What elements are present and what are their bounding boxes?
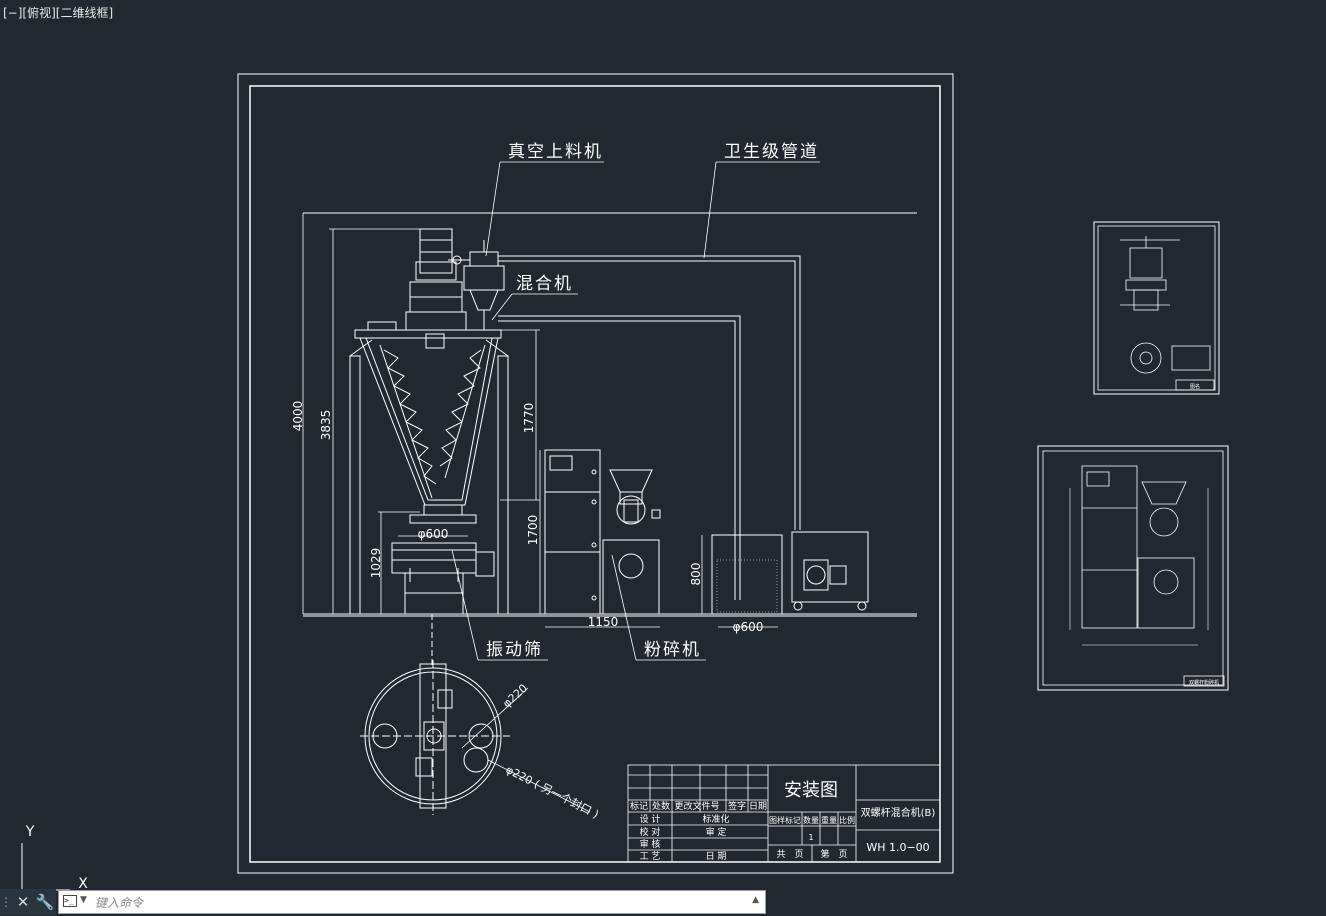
role-design: 设 计	[640, 813, 661, 825]
title-block	[627, 764, 941, 863]
cabinet-body	[544, 449, 601, 615]
dim-sieve-dia: φ600	[418, 527, 449, 541]
chevron-down-icon[interactable]: ▼	[80, 895, 87, 905]
dim-sieve-height: 1029	[369, 548, 383, 579]
dim-outlet-dia-note: φ220 ( 另一个封口 )	[504, 762, 602, 821]
ucs-icon: Y X	[21, 824, 88, 892]
dim-total-height: 4000	[291, 401, 305, 432]
label-sheet-no: 第 页	[820, 848, 847, 860]
sheet-inner-border	[249, 85, 941, 863]
mixer-assembly	[340, 228, 520, 615]
sieve-body	[391, 542, 477, 574]
close-icon[interactable]: ✕	[12, 889, 34, 915]
vibrating-screen	[391, 542, 495, 665]
label-qty: 数量	[803, 815, 819, 825]
callout-labels: 真空上料机 卫生级管道 混合机 振动筛 粉碎机	[486, 142, 819, 660]
title-drawing-name: 安装图	[784, 780, 838, 801]
role-process: 工 艺	[640, 851, 661, 862]
label-approve: 审 定	[706, 826, 727, 838]
dim-cone-height: 1770	[522, 403, 536, 434]
role-review: 审 核	[640, 838, 661, 850]
chevron-up-icon[interactable]: ▲	[752, 895, 759, 905]
label-stage: 图样标记	[769, 815, 801, 825]
dim-barrel-dia: φ600	[733, 620, 764, 634]
callout-leaders	[451, 161, 820, 661]
command-prompt-icon[interactable]: >_	[63, 895, 77, 907]
rev-header-date: 日期	[749, 801, 767, 812]
title-product-name: 双螺杆混合机(B)	[861, 806, 936, 819]
viewport-controls-label[interactable]: [−][俯视][二维线框]	[3, 6, 114, 20]
thumb2-label: 双螺杆粉碎机	[1189, 679, 1219, 686]
label-date: 日 期	[706, 851, 727, 862]
rev-header-mark: 标记	[630, 800, 648, 812]
layout-thumbnail-1[interactable]: 图名	[1093, 221, 1220, 395]
label-weight: 重量	[821, 815, 837, 825]
dimension-lines	[302, 213, 778, 628]
dim-mixer-height: 3835	[319, 410, 333, 441]
control-cabinet	[544, 449, 601, 615]
mixer-screw-right	[444, 344, 486, 479]
rev-header-doc: 更改文件号	[674, 800, 719, 812]
main-sheet	[237, 73, 954, 874]
pump-frame	[791, 531, 869, 603]
command-field[interactable]: >_ ▼ ▲	[58, 890, 766, 914]
command-line-bar: ⋮ ✕ 🔧 >_ ▼ ▲	[0, 889, 768, 915]
rev-header-count: 处数	[652, 800, 670, 812]
plan-view	[360, 660, 591, 815]
material-barrel	[711, 534, 783, 615]
dim-cabinet-height: 1700	[526, 515, 540, 546]
title-block-text: 安装图 双螺杆混合机(B) WH 1.0−00 标记 处数 更改文件号 签字 日…	[630, 780, 935, 862]
label-vibrating-screen: 振动筛	[486, 640, 543, 660]
label-scale: 比例	[839, 815, 855, 825]
ucs-x-label: X	[78, 876, 88, 892]
sheet-outer-border	[237, 73, 954, 874]
wrench-icon[interactable]: 🔧	[34, 889, 56, 915]
crusher-hopper	[609, 469, 653, 493]
plan-view-labels: φ220 φ220 ( 另一个封口 )	[500, 682, 601, 821]
vacuum-pump-unit	[791, 531, 869, 611]
mixer-motor	[419, 228, 453, 274]
vacuum-loader	[448, 240, 505, 330]
role-check: 校 对	[640, 826, 661, 838]
label-mixer: 混合机	[516, 274, 573, 294]
label-vacuum-loader: 真空上料机	[508, 142, 603, 162]
command-input[interactable]	[93, 893, 747, 913]
ucs-y-label: Y	[25, 824, 35, 840]
title-drawing-no: WH 1.0−00	[866, 841, 929, 854]
command-line-grip[interactable]: ⋮	[0, 889, 12, 915]
layout-thumbnail-2[interactable]: 双螺杆粉碎机	[1037, 445, 1229, 691]
dimension-texts: 4000 3835 1770 1029 1700 800 1150 φ600 φ…	[291, 401, 763, 634]
barrel-body	[711, 534, 783, 615]
rev-header-sign: 签字	[728, 800, 746, 812]
sanitary-pipes	[498, 255, 801, 600]
label-sanitary-pipe: 卫生级管道	[724, 142, 819, 162]
label-crusher: 粉碎机	[644, 640, 701, 660]
loader-head	[469, 251, 499, 267]
mixer-top-deck	[354, 329, 502, 339]
dim-barrel-height: 800	[689, 563, 703, 586]
crusher	[602, 469, 661, 615]
dim-cabinet-width: 1150	[588, 615, 619, 629]
label-standardization: 标准化	[702, 813, 729, 825]
mixer-cone	[359, 337, 499, 506]
thumb1-label: 图名	[1190, 383, 1200, 390]
label-sheets-total: 共 页	[776, 849, 803, 860]
dim-outlet-dia: φ220	[500, 682, 530, 711]
value-scale: 1	[808, 833, 813, 842]
